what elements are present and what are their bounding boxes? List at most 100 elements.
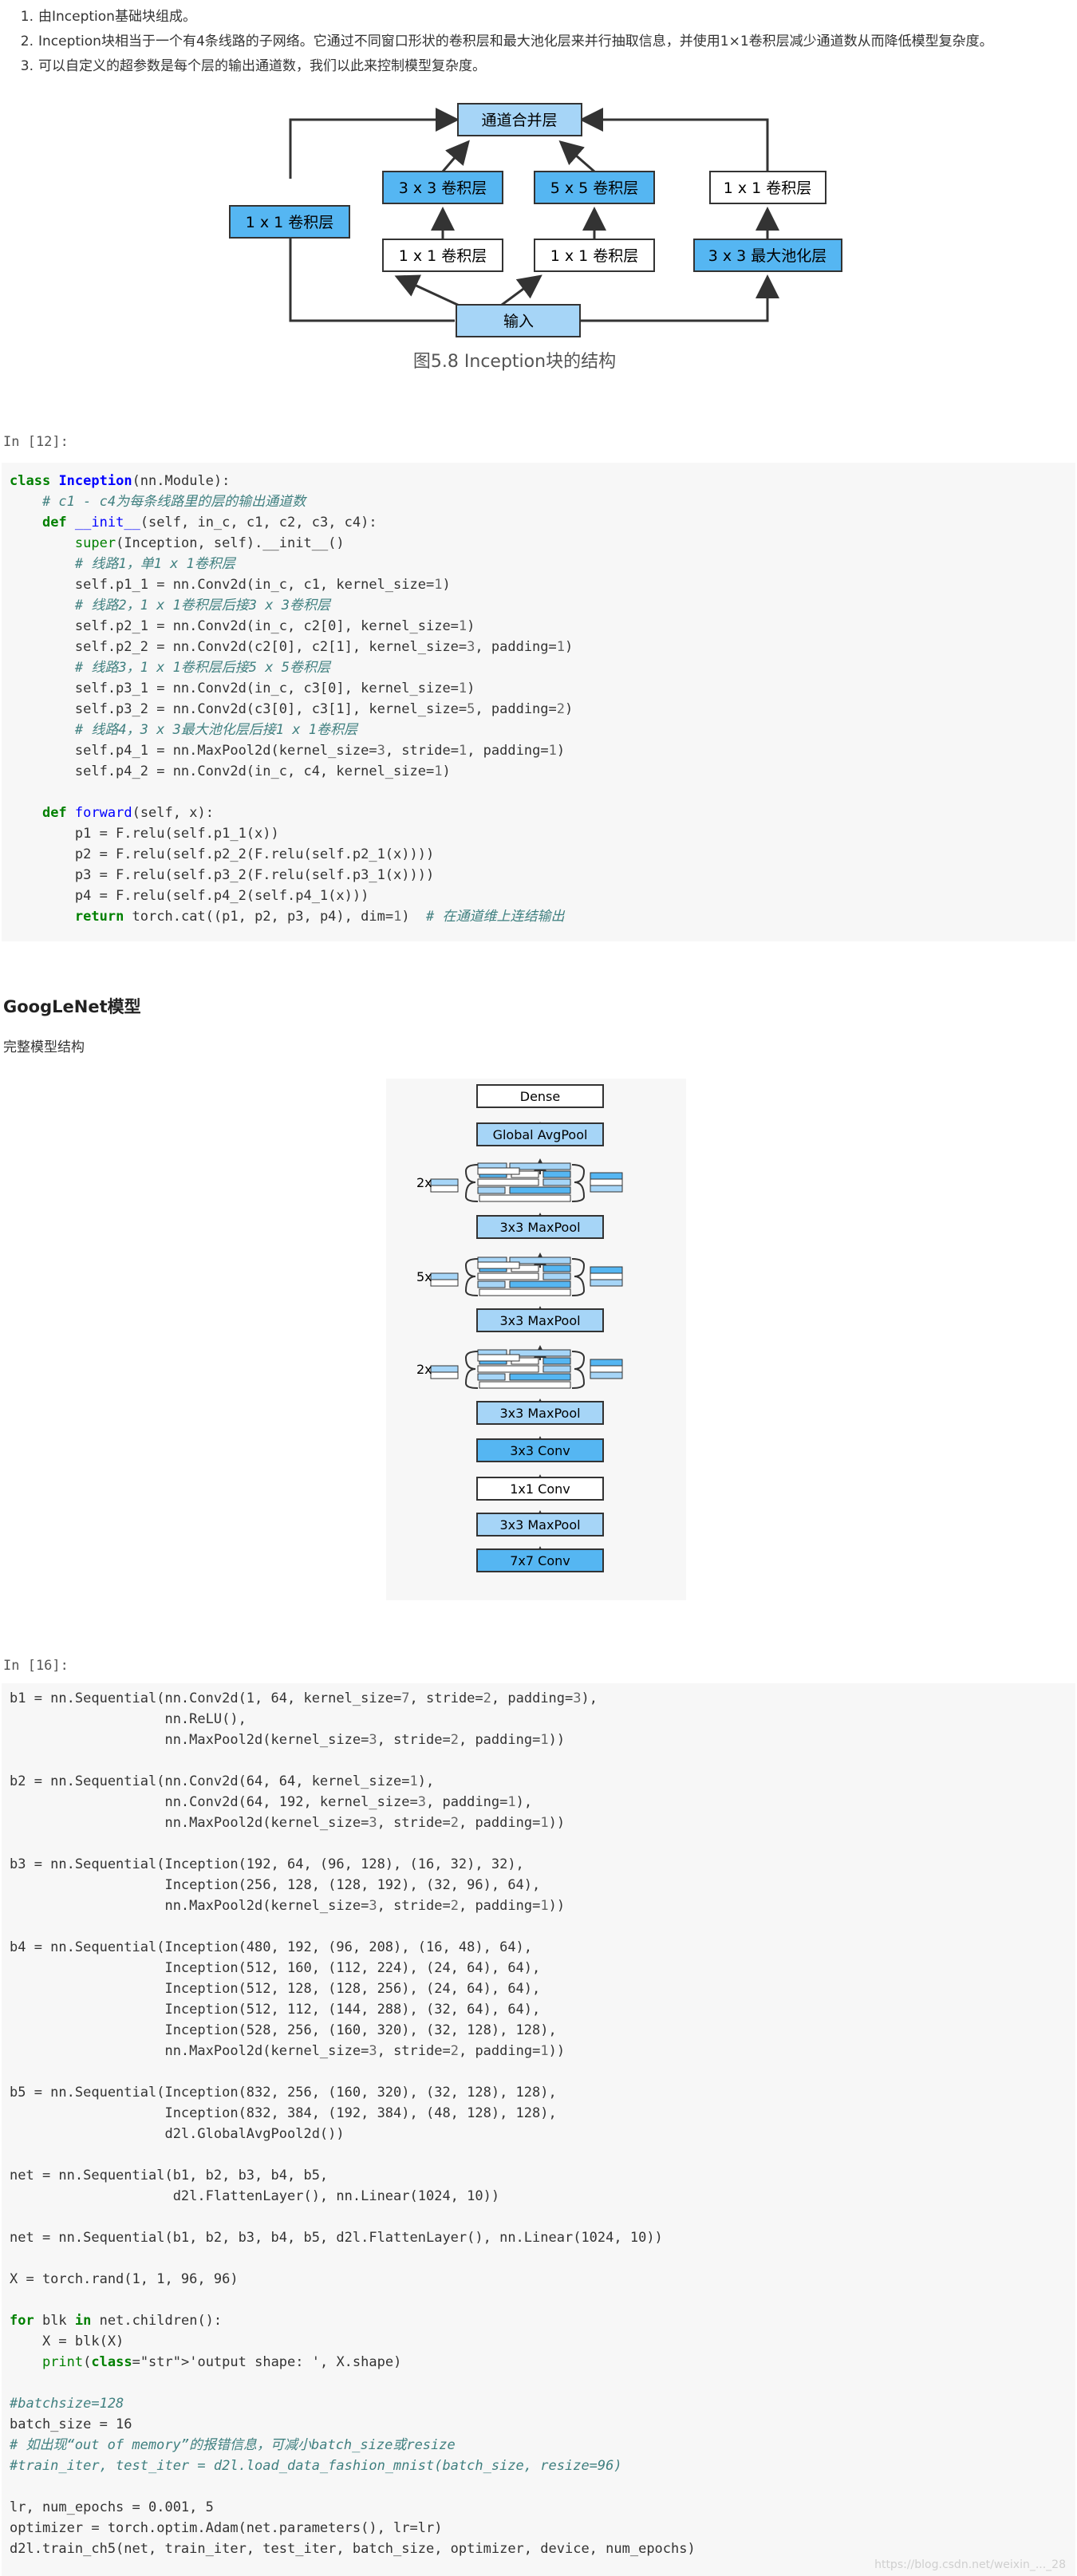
list-item: 2.Inception块相当于一个有4条线路的子网络。它通过不同窗口形状的卷积层… [20,34,993,49]
code-line: nn.MaxPool2d(kernel_size=3, stride=2, pa… [10,1898,566,1914]
code-line: Inception(528, 256, (160, 320), (32, 128… [10,2022,557,2038]
code-line: optimizer = torch.optim.Adam(net.paramet… [10,2520,443,2536]
conv1x1-left-label: 1 x 1 卷积层 [246,214,334,231]
code-line [10,2476,1075,2497]
code-line: b2 = nn.Sequential(nn.Conv2d(64, 64, ker… [10,1773,435,1789]
inception-caption: 图5.8 Inception块的结构 [413,352,616,372]
code-line: nn.MaxPool2d(kernel_size=3, stride=2, pa… [10,2043,566,2059]
code-line: d2l.FlattenLayer(), nn.Linear(1024, 10)) [10,2188,500,2204]
input-box [456,304,581,337]
code-line: print(class="str">'output shape: ', X.sh… [41,2354,402,2370]
code-line: X = torch.rand(1, 1, 96, 96) [10,2271,239,2287]
code-line: Inception(512, 128, (128, 256), (24, 64)… [10,1981,541,1997]
maxpool3-box [476,1401,604,1425]
list-item: 3.可以自定义的超参数是每个层的输出通道数，我们以此来控制模型复杂度。 [20,58,486,74]
concat-label: 通道合并层 [481,112,557,129]
code-line [10,2144,1075,2165]
repeat-5x-label: 5x [416,1269,432,1284]
code-line [10,2290,1075,2310]
code-line: super(Inception, self).__init__() [74,535,345,551]
inception-diagram: 通道合并层 3 x 3 卷积层 5 x 5 卷积层 1 x 1 卷积层 1 x … [229,103,842,372]
code-line: # 如出现“out of memory”的报错信息，可减小batch_size或… [10,2437,456,2453]
code-line: # 线路1，单1 x 1卷积层 [74,556,235,572]
code-line: # 线路4，3 x 3最大池化层后接1 x 1卷积层 [74,722,357,738]
code-line: self.p2_1 = nn.Conv2d(in_c, c2[0], kerne… [10,618,475,634]
code-line: b4 = nn.Sequential(Inception(480, 192, (… [10,1939,533,1955]
code-line [10,2061,1075,2082]
code-line [10,2248,1075,2269]
code-line: p2 = F.relu(self.p2_2(F.relu(self.p2_1(x… [10,846,435,862]
code-line: Inception(832, 384, (192, 384), (48, 128… [10,2105,557,2121]
cell-prompt: In [12]: [3,434,69,450]
code-line: p4 = F.relu(self.p4_2(self.p4_1(x))) [10,888,369,904]
conv1x1-b-label: 1 x 1 卷积层 [550,247,639,265]
dense-label: Dense [520,1089,560,1104]
code-line [10,1750,1075,1771]
code-line: # c1 - c4为每条线路里的层的输出通道数 [41,494,306,510]
avgpool-label: Global AvgPool [493,1127,588,1142]
code-line: Inception(512, 112, (144, 288), (32, 64)… [10,2002,541,2018]
code-line: #train_iter, test_iter = d2l.load_data_f… [10,2458,622,2474]
code-line: nn.MaxPool2d(kernel_size=3, stride=2, pa… [10,1732,566,1748]
maxpool4-box [476,1513,604,1537]
code-line: # 线路3，1 x 1卷积层后接5 x 5卷积层 [74,660,330,676]
conv7x7-label: 7x7 Conv [510,1553,570,1568]
inception-stack-icon [430,1256,623,1296]
repeat-2x-label: 2x [416,1175,432,1190]
conv5x5-label: 5 x 5 卷积层 [550,179,639,197]
code-line [10,2373,1075,2393]
code-cell-googlenet[interactable]: b1 = nn.Sequential(nn.Conv2d(1, 64, kern… [2,1683,1075,2576]
maxpool2-label: 3x3 MaxPool [499,1313,580,1328]
code-line: # 线路2，1 x 1卷积层后接3 x 3卷积层 [74,598,330,613]
code-line: p3 = F.relu(self.p3_2(F.relu(self.p3_1(x… [10,867,435,883]
conv3x3-box [476,1438,604,1462]
conv1x1-right-label: 1 x 1 卷积层 [724,179,812,197]
maxpool4-label: 3x3 MaxPool [499,1517,580,1533]
code-line: X = blk(X) [10,2333,124,2349]
code-cell-inception[interactable]: class Inception(nn.Module): # c1 - c4为每条… [2,463,1075,941]
code-line: b5 = nn.Sequential(Inception(832, 256, (… [10,2085,557,2101]
input-label: 输入 [503,313,534,330]
conv3x3-box [382,171,503,204]
code-line [10,2207,1075,2227]
conv3x3-label: 3x3 Conv [510,1443,570,1458]
code-line [10,1833,1075,1854]
code-line: def forward(self, x): [41,805,214,821]
section-title: GoogLeNet模型 [3,997,141,1016]
cell-prompt: In [16]: [3,1658,69,1674]
code-line: Inception(512, 160, (112, 224), (24, 64)… [10,1960,541,1976]
code-line: batch_size = 16 [10,2416,132,2432]
conv3x3-label: 3 x 3 卷积层 [399,179,487,197]
code-line: p1 = F.relu(self.p1_1(x)) [10,826,279,842]
maxpool3-label: 3x3 MaxPool [499,1406,580,1421]
list-item: 1.由Inception基础块组成。 [20,9,196,25]
code-line: self.p2_2 = nn.Conv2d(c2[0], c2[1], kern… [10,639,574,655]
conv1x1-right-box [709,171,826,204]
code-line: class Inception(nn.Module): [10,473,231,489]
conv1x1-left-box [229,205,350,239]
code-line: nn.MaxPool2d(kernel_size=3, stride=2, pa… [10,1815,566,1831]
code-line: d2l.train_ch5(net, train_iter, test_iter… [10,2541,696,2557]
conv5x5-box [534,171,655,204]
code-line: b3 = nn.Sequential(Inception(192, 64, (9… [10,1856,524,1872]
section-subtitle: 完整模型结构 [3,1039,85,1055]
code-line: b1 = nn.Sequential(nn.Conv2d(1, 64, kern… [10,1690,598,1706]
conv1x1-a-box [382,239,503,272]
conv7x7-box [476,1548,604,1572]
code-line: nn.ReLU(), [10,1711,247,1727]
watermark: https://blog.csdn.net/weixin_..._28 [874,2558,1066,2571]
code-line: #batchsize=128 [10,2396,124,2412]
code-line: Inception(256, 128, (128, 192), (32, 96)… [10,1877,541,1893]
inception-stack-icon [430,1349,623,1389]
code-line: net = nn.Sequential(b1, b2, b3, b4, b5, [10,2168,329,2183]
code-line: lr, num_epochs = 0.001, 5 [10,2499,214,2515]
code-line: def __init__(self, in_c, c1, c2, c3, c4)… [41,515,377,531]
conv1x1-box [476,1477,604,1501]
code-line [10,1916,1075,1937]
conv1x1-b-box [534,239,655,272]
code-line: net = nn.Sequential(b1, b2, b3, b4, b5, … [10,2230,663,2246]
concat-layer [457,103,582,136]
code-line: self.p4_1 = nn.MaxPool2d(kernel_size=3, … [10,743,566,759]
code-line: for blk in net.children(): [10,2313,223,2329]
dense-box [476,1084,604,1108]
